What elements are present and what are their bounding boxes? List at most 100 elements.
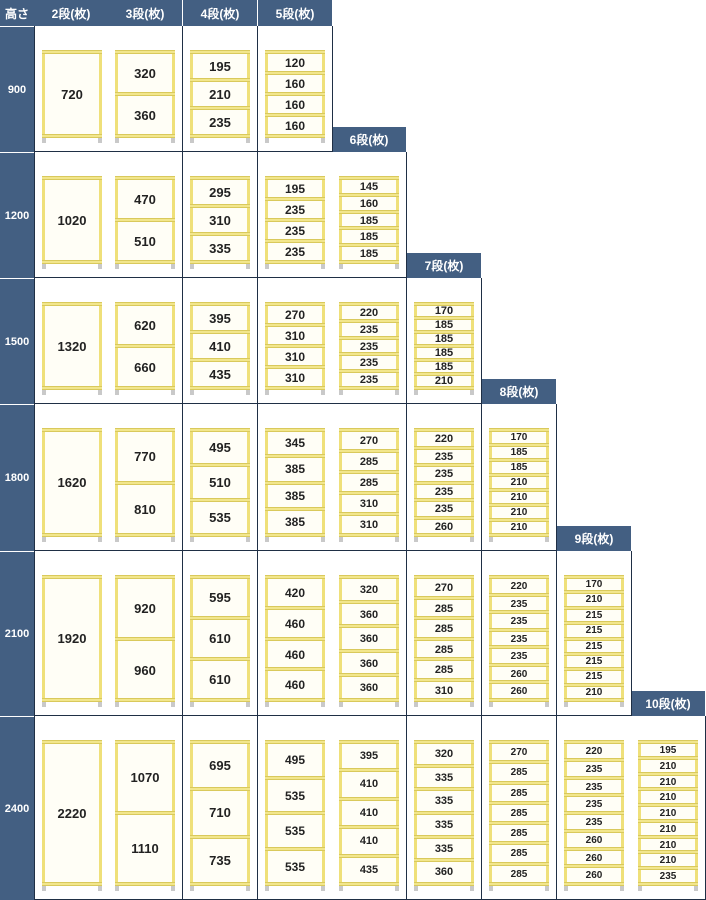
- shelf-unit: 1620: [42, 428, 102, 542]
- shelf-gap-value: 210: [659, 776, 677, 788]
- shelf-board: [265, 606, 325, 610]
- shelf-board: [564, 575, 624, 579]
- shelf-board: [339, 193, 399, 197]
- shelf-gap-value: 1020: [57, 212, 87, 228]
- shelf-board: [414, 698, 474, 702]
- shelf-board: [414, 498, 474, 502]
- shelf-gap-value: 185: [434, 319, 454, 331]
- column-header-10: 10段(枚): [631, 691, 705, 716]
- shelf-foot: [470, 390, 474, 395]
- shelf-foot: [42, 264, 46, 269]
- shelf-board: [265, 134, 325, 138]
- shelf-board: [564, 776, 624, 780]
- shelf-foot: [470, 886, 474, 891]
- shelf-board: [414, 463, 474, 467]
- shelf-board: [115, 386, 175, 390]
- shelf-gap-value: 335: [209, 240, 231, 256]
- shelf-board: [190, 386, 250, 390]
- shelf-board: [339, 243, 399, 247]
- shelf-gap-value: 220: [585, 745, 603, 757]
- shelf-board: [414, 344, 474, 348]
- shelf-board: [414, 616, 474, 620]
- shelf-foot: [42, 886, 46, 891]
- shelf-gap-value: 185: [510, 462, 528, 473]
- shelf-gap-value: 260: [585, 852, 603, 864]
- shelf-board: [190, 204, 250, 208]
- shelf-board: [190, 134, 250, 138]
- shelf-gap-value: 235: [585, 798, 603, 810]
- shelf-gap-value: 510: [209, 475, 231, 490]
- shelf-gap-value: 235: [510, 598, 528, 610]
- shelf-board: [115, 302, 175, 306]
- shelf-foot: [246, 537, 250, 542]
- shelf-board: [564, 637, 624, 641]
- shelf-cell: 720: [34, 26, 109, 152]
- column-header-9: 9段(枚): [557, 526, 631, 551]
- shelf-board: [265, 698, 325, 702]
- shelf-foot: [115, 264, 119, 269]
- shelf-gap-value: 285: [510, 787, 528, 799]
- shelf-board: [265, 323, 325, 327]
- shelf-board: [414, 657, 474, 661]
- shelf-board: [489, 841, 549, 845]
- shelf-gap-value: 395: [359, 750, 379, 762]
- shelf-gap-value: 210: [510, 492, 528, 503]
- shelf-board: [414, 678, 474, 682]
- shelf-board: [489, 862, 549, 866]
- shelf-board: [265, 197, 325, 201]
- column-header-6: 6段(枚): [332, 127, 406, 152]
- shelf-gap-value: 495: [209, 440, 231, 455]
- shelf-gap-value: 420: [284, 585, 306, 600]
- shelf-board: [414, 764, 474, 768]
- shelf-foot: [246, 264, 250, 269]
- shelf-board: [564, 793, 624, 797]
- shelf-board: [414, 446, 474, 450]
- shelf-board: [414, 575, 474, 579]
- shelf-cell: 1920: [34, 551, 109, 716]
- shelf-board: [115, 134, 175, 138]
- shelf-board: [190, 740, 250, 744]
- shelf-gap-value: 620: [134, 317, 156, 333]
- shelf-board: [414, 811, 474, 815]
- shelf-gap-value: 215: [585, 641, 603, 652]
- shelf-board: [564, 590, 624, 594]
- shelf-gap-value: 210: [585, 594, 603, 605]
- shelf-board: [190, 428, 250, 432]
- shelf-board: [190, 330, 250, 334]
- shelf-board: [265, 302, 325, 306]
- shelf-gap-value: 360: [359, 657, 379, 670]
- shelf-foot: [321, 537, 325, 542]
- shelf-board: [190, 260, 250, 264]
- shelf-cell: 1620: [34, 404, 109, 551]
- shelf-gap-value: 285: [359, 476, 379, 489]
- shelf-gap-value: 920: [134, 600, 156, 616]
- shelf-board: [42, 428, 102, 432]
- shelf-gap-value: 735: [209, 853, 231, 868]
- shelf-board: [414, 358, 474, 362]
- shelf-board: [414, 302, 474, 306]
- shelf-board: [115, 50, 175, 54]
- shelf-foot: [98, 537, 102, 542]
- shelf-gap-value: 195: [659, 744, 677, 756]
- shelf-foot: [42, 138, 46, 143]
- shelf-board: [115, 92, 175, 96]
- shelf-unit: 720: [42, 50, 102, 143]
- shelf-board: [339, 533, 399, 537]
- shelf-gap-value: 195: [209, 58, 231, 74]
- shelf-gap-value: 170: [510, 432, 528, 443]
